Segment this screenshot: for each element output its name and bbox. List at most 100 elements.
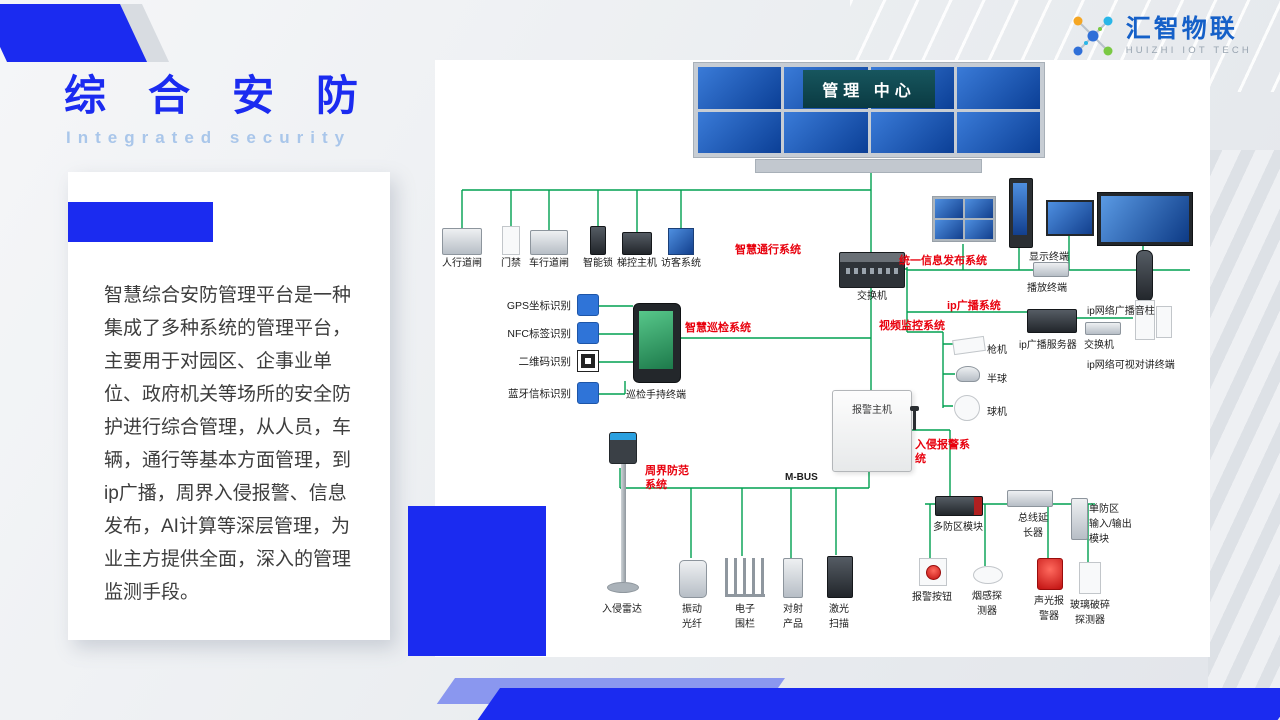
single-zone-module-icon — [1071, 498, 1088, 540]
bus-extender-icon — [1007, 490, 1053, 507]
display-wall-icon — [932, 196, 996, 242]
broadcast-column-label: ip网络广播音柱 — [1087, 306, 1155, 317]
module-label-bus-extender: 总线延 长器 — [1018, 513, 1048, 539]
intrusion-radar-icon — [603, 432, 643, 598]
broadcast-server-icon — [1027, 309, 1077, 333]
device-vehicle-gate: 车行道闸 — [525, 230, 573, 270]
switch2-label: 交换机 — [1084, 340, 1114, 351]
alarm-button-icon — [919, 558, 947, 586]
system-label-access: 智慧通行系统 — [735, 244, 801, 256]
architecture-diagram: 管理 中心 交换机 人行道闸 门禁 车行道闸 智能锁 梯控主机 — [435, 60, 1210, 657]
glass-break-detector-icon — [1079, 562, 1101, 594]
nfc-id-icon — [577, 322, 599, 344]
module-label-single-zone: 单防区 输入/输出 模块 — [1089, 504, 1132, 545]
bluetooth-id-icon — [577, 382, 599, 404]
system-label-publish: 统一信息发布系统 — [899, 255, 987, 267]
laser-scanner-icon — [827, 556, 853, 598]
patrol-id-nfc-label: NFC标签识别 — [507, 328, 571, 340]
management-center-video-wall: 管理 中心 — [693, 62, 1045, 158]
qrcode-id-icon — [577, 350, 599, 372]
switch-icon — [839, 252, 905, 288]
brand-logo: 汇智物联 HUIZHI IOT TECH — [1070, 13, 1252, 59]
device-label: 人行道闸 — [442, 258, 482, 269]
page-subtitle: Integrated security — [66, 128, 352, 147]
device-label: 访客系统 — [661, 258, 701, 269]
vibration-fiber-icon — [679, 560, 707, 598]
camera-label-bullet: 枪机 — [987, 345, 1007, 356]
display-kiosk-icon — [1009, 178, 1033, 248]
electronic-fence-icon — [725, 558, 765, 597]
camera-label-dome: 半球 — [987, 374, 1007, 385]
diagonal-stripes-bottom-right — [1208, 150, 1280, 695]
multi-zone-module-icon — [935, 496, 983, 516]
management-center-label: 管理 中心 — [803, 70, 935, 108]
intro-accent-bar — [68, 202, 213, 242]
smoke-detector-icon — [973, 566, 1003, 584]
pedestrian-gate-icon — [442, 228, 482, 255]
vehicle-gate-icon — [530, 230, 568, 255]
switch2-icon — [1085, 322, 1121, 335]
camera-label-ptz: 球机 — [987, 407, 1007, 418]
visitor-system-icon — [668, 228, 694, 255]
brand-name: 汇智物联 — [1125, 14, 1238, 43]
alarm-label-glass-break: 玻璃破碎 探测器 — [1070, 600, 1110, 626]
switch-label: 交换机 — [857, 291, 887, 302]
gps-id-icon — [577, 294, 599, 316]
patrol-id-qrcode-label: 二维码识别 — [518, 356, 572, 368]
patrol-id-gps-label: GPS坐标识别 — [506, 300, 571, 312]
intro-text: 智慧综合安防管理平台是一种集成了多种系统的管理平台，主要用于对园区、企事业单位、… — [104, 285, 352, 603]
perimeter-label-radar: 入侵雷达 — [602, 604, 642, 615]
device-label: 门禁 — [501, 258, 521, 269]
device-smart-lock: 智能锁 — [574, 226, 622, 270]
dome-camera-icon — [956, 366, 980, 382]
page-title: 综合安防 — [64, 72, 401, 119]
play-terminal-icon — [1033, 262, 1069, 277]
intercom-terminal-label: ip网络可视对讲终端 — [1087, 360, 1175, 371]
brand-tagline: HUIZHI IOT TECH — [1125, 45, 1252, 57]
patrol-id-bluetooth-label: 蓝牙信标识别 — [508, 388, 571, 400]
alarm-antenna-icon — [910, 406, 919, 430]
perimeter-label-laser: 激光 扫描 — [829, 604, 849, 630]
device-display-monitor — [1046, 200, 1094, 236]
device-elevator-control: 梯控主机 — [613, 232, 661, 270]
device-pedestrian-gate: 人行道闸 — [438, 228, 486, 270]
intercom-terminal-icon — [1135, 300, 1155, 340]
perimeter-label-fiber: 振动 光纤 — [682, 604, 702, 630]
elevator-control-icon — [622, 232, 652, 255]
video-wall-stand — [755, 159, 982, 173]
broadcast-server-label: ip广播服务器 — [1019, 340, 1077, 351]
patrol-handheld-icon — [633, 303, 681, 383]
beam-detector-icon — [783, 558, 803, 598]
intercom-terminal-icon-2 — [1156, 306, 1172, 338]
system-label-broadcast: ip广播系统 — [947, 300, 1001, 312]
footer-bar-dark — [477, 688, 1280, 720]
perimeter-label-beam: 对射 产品 — [783, 604, 803, 630]
display-terminal-label: 显示终端 — [1029, 252, 1069, 263]
alarm-label-button: 报警按钮 — [912, 592, 952, 603]
access-control-icon — [502, 226, 520, 255]
device-label: 车行道闸 — [529, 258, 569, 269]
core-switch: 交换机 — [839, 252, 905, 303]
system-label-perimeter: 周界防范 系统 — [645, 465, 689, 492]
play-terminal-label: 播放终端 — [1027, 283, 1067, 294]
mbus-label: M-BUS — [785, 472, 818, 483]
network-logo-icon — [1073, 16, 1113, 56]
display-tv-icon — [1097, 192, 1193, 246]
alarm-host-label: 报警主机 — [852, 405, 892, 416]
ptz-camera-icon — [954, 395, 980, 421]
system-label-intrusion: 入侵报警系 统 — [915, 439, 970, 466]
alarm-label-smoke: 烟感探 测器 — [972, 591, 1002, 617]
monitor-icon — [1046, 200, 1094, 236]
intro-card: 智慧综合安防管理平台是一种集成了多种系统的管理平台，主要用于对园区、企事业单位、… — [68, 172, 390, 640]
perimeter-label-fence: 电子 围栏 — [735, 604, 755, 630]
alarm-label-sound-light: 声光报 警器 — [1034, 596, 1064, 622]
device-label: 梯控主机 — [617, 258, 657, 269]
device-visitor-system: 访客系统 — [657, 228, 705, 270]
smart-lock-icon — [590, 226, 606, 255]
patrol-terminal-label: 巡检手持终端 — [626, 390, 686, 401]
system-label-patrol: 智慧巡检系统 — [685, 322, 751, 334]
blue-accent-rectangle — [408, 506, 546, 656]
broadcast-column-icon — [1136, 250, 1153, 302]
system-label-video: 视频监控系统 — [879, 320, 945, 332]
